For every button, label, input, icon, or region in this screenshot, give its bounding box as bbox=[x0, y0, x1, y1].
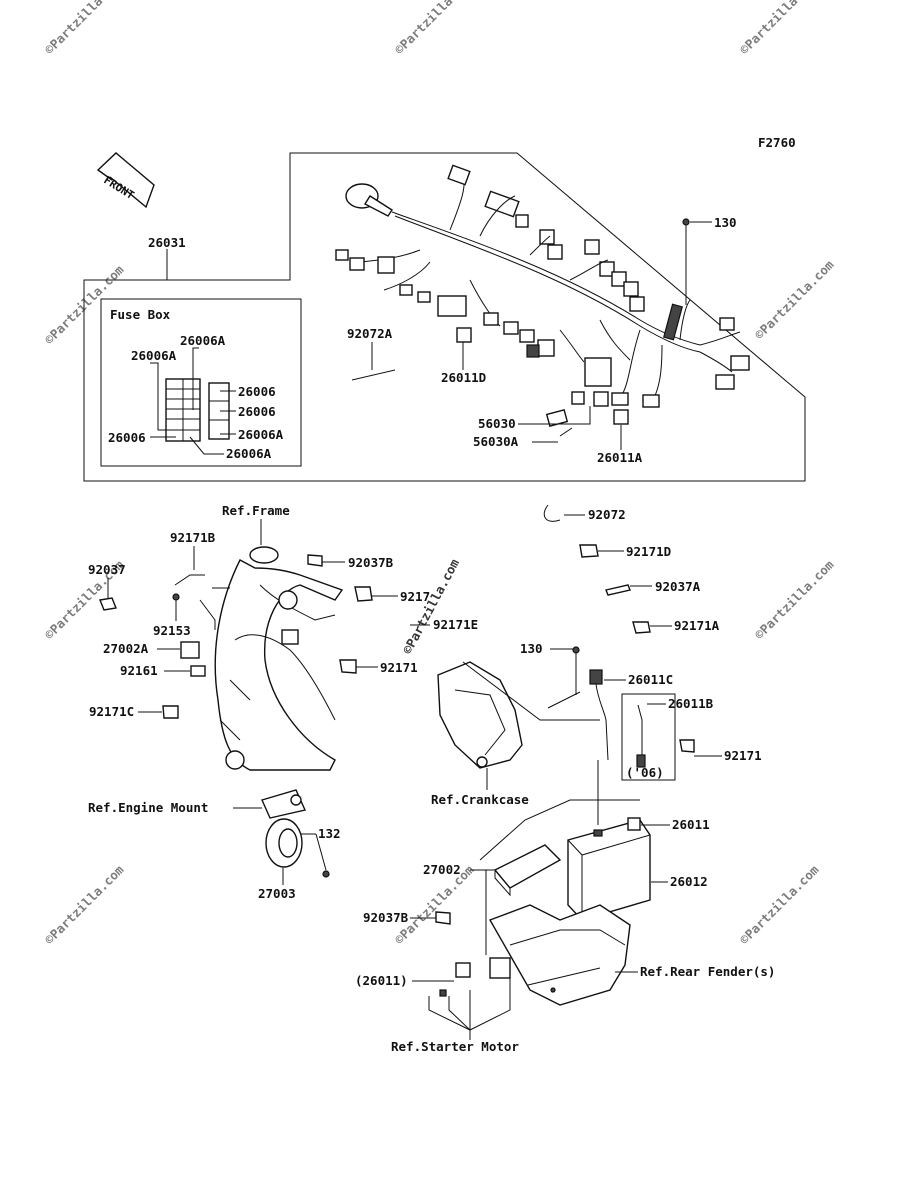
part-130: 130 bbox=[520, 641, 543, 656]
fuse-26006: 26006 bbox=[238, 404, 276, 419]
watermark: ©Partzilla.com bbox=[392, 0, 477, 57]
part-26011-paren: (26011) bbox=[355, 973, 408, 988]
rear-fender-tray bbox=[488, 904, 631, 1006]
fuse-26006A: 26006A bbox=[226, 446, 272, 461]
part-56030: 56030 bbox=[478, 416, 516, 431]
part-26011A: 26011A bbox=[597, 450, 643, 465]
part-92171: 92171 bbox=[724, 748, 762, 763]
watermark: ©Partzilla.com bbox=[42, 0, 127, 57]
part-26011C: 26011C bbox=[628, 672, 673, 687]
fuse-box-outline bbox=[100, 298, 302, 467]
part-92171C: 92171C bbox=[89, 704, 134, 719]
part-56030A: 56030A bbox=[473, 434, 519, 449]
part-92037: 92037 bbox=[88, 562, 126, 577]
fuse-26006A: 26006A bbox=[131, 348, 177, 363]
watermark: ©Partzilla.com bbox=[42, 862, 127, 947]
ref-engine-mount: Ref.Engine Mount bbox=[88, 800, 208, 815]
fuse-26006: 26006 bbox=[108, 430, 146, 445]
part-92072: 92072 bbox=[588, 507, 626, 522]
fuse-26006A: 26006A bbox=[238, 427, 284, 442]
part-92153: 92153 bbox=[153, 623, 191, 638]
fuse-block bbox=[165, 378, 230, 442]
front-arrow: FRONT bbox=[96, 152, 155, 209]
part-92072A: 92072A bbox=[347, 326, 393, 341]
part-26012: 26012 bbox=[670, 874, 708, 889]
watermark: ©Partzilla.com bbox=[737, 862, 822, 947]
ref-starter-motor: Ref.Starter Motor bbox=[391, 1039, 519, 1054]
fuse-26006: 26006 bbox=[238, 384, 276, 399]
part-92171E: 92171E bbox=[433, 617, 478, 632]
part-06: ('06) bbox=[626, 765, 664, 780]
part-130: 130 bbox=[714, 215, 737, 230]
part-26011: 26011 bbox=[672, 817, 710, 832]
part-92171A: 92171A bbox=[674, 618, 720, 633]
watermark: ©Partzilla.com bbox=[752, 257, 837, 342]
ecu bbox=[493, 844, 562, 897]
figure-code: F2760 bbox=[758, 135, 796, 150]
starter-relay bbox=[439, 957, 511, 997]
ref-rear-fender: Ref.Rear Fender(s) bbox=[640, 964, 775, 979]
part-92171: 9217 bbox=[400, 589, 430, 604]
clip-92072 bbox=[543, 504, 561, 522]
part-92037B: 92037B bbox=[348, 555, 394, 570]
watermark: ©Partzilla.com bbox=[737, 0, 822, 57]
part-27003: 27003 bbox=[258, 886, 296, 901]
part-92037B: 92037B bbox=[363, 910, 409, 925]
part-92171: 92171 bbox=[380, 660, 418, 675]
harness-box-outline bbox=[83, 152, 806, 482]
watermark-center: ©Partzilla.com bbox=[399, 556, 462, 656]
watermark: ©Partzilla.com bbox=[752, 557, 837, 642]
part-92171D: 92171D bbox=[626, 544, 671, 559]
fuse-box-title: Fuse Box bbox=[110, 307, 171, 322]
part-27002: 27002 bbox=[423, 862, 461, 877]
part-26011B: 26011B bbox=[668, 696, 714, 711]
wiring-harness bbox=[335, 164, 750, 408]
crankcase-cover bbox=[437, 661, 523, 769]
part-132: 132 bbox=[318, 826, 341, 841]
part-92161: 92161 bbox=[120, 663, 158, 678]
battery bbox=[567, 819, 651, 921]
part-26031: 26031 bbox=[148, 235, 186, 250]
part-26011D: 26011D bbox=[441, 370, 486, 385]
horn bbox=[265, 818, 303, 868]
part-27002A: 27002A bbox=[103, 641, 149, 656]
ref-crankcase: Ref.Crankcase bbox=[431, 792, 529, 807]
part-26011B-box bbox=[621, 693, 676, 781]
part-92037A: 92037A bbox=[655, 579, 701, 594]
fuse-26006A: 26006A bbox=[180, 333, 226, 348]
ref-frame: Ref.Frame bbox=[222, 503, 290, 518]
part-92171B: 92171B bbox=[170, 530, 216, 545]
frame bbox=[214, 546, 344, 771]
